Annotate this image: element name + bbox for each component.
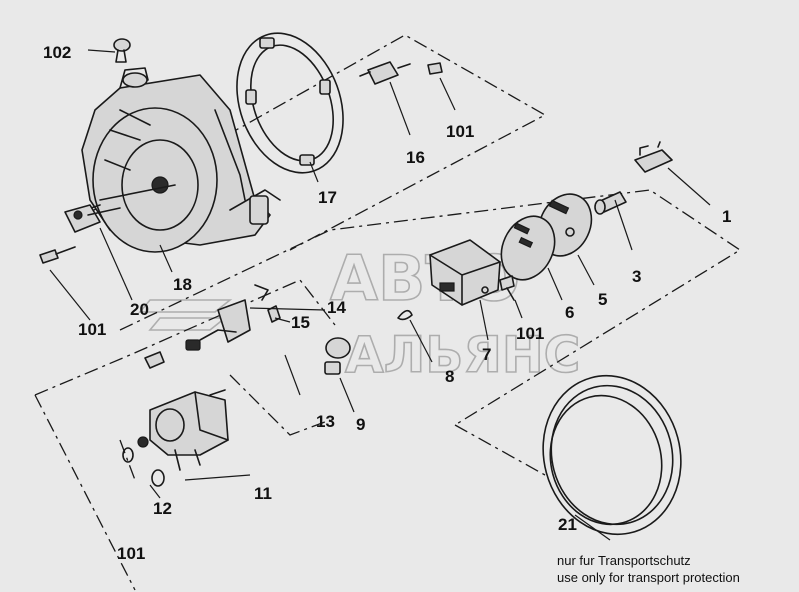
callout-5: 5 [598,290,607,309]
callout-9: 9 [356,415,365,434]
callout-101-left: 101 [78,320,106,339]
callout-11: 11 [254,484,272,503]
callout-labels: 102 101 16 17 18 20 101 1 3 5 6 101 7 8 … [43,43,731,563]
callout-18: 18 [173,275,192,294]
brush-holder-14 [185,284,281,351]
washer-12 [122,436,165,487]
callout-101-bottom: 101 [117,544,145,563]
fitting-9 [324,337,351,375]
callout-16: 16 [406,148,425,167]
transport-ring-21 [542,374,682,536]
callout-102: 102 [43,43,71,62]
callout-20: 20 [130,300,149,319]
callout-21: 21 [558,515,577,534]
callout-3: 3 [632,267,641,286]
regulator-7 [429,239,501,306]
watermark-line2: АЛЬЯНС [345,326,580,384]
transport-note-english: use only for transport protection [557,570,740,585]
sensor-16 [359,61,443,85]
plate-6 [500,215,556,281]
callout-15: 15 [291,313,310,332]
callout-6: 6 [565,303,574,322]
callout-14: 14 [327,298,346,317]
bolt-101-lower [144,351,165,369]
stator-ring [236,32,344,174]
callout-101-top: 101 [446,122,474,141]
callout-8: 8 [445,367,454,386]
callout-101-right: 101 [516,324,544,343]
callout-12: 12 [153,499,172,518]
callout-17: 17 [318,188,337,207]
connector-1 [634,141,673,173]
callout-1: 1 [722,207,731,226]
clip-8 [397,309,413,321]
watermark-stripes [138,299,233,331]
shaft-fitting [64,204,121,233]
pin-3 [594,191,627,215]
callout-7: 7 [482,345,491,364]
transport-note-german: nur fur Transportschutz [557,553,691,568]
assembly-11 [149,389,229,471]
alternator-housing [81,67,281,253]
bolt-101-right [499,275,515,301]
leader-lines [49,49,711,541]
callout-13: 13 [316,412,335,431]
bolt-102 [113,38,131,63]
bolt-101-left [39,246,76,264]
